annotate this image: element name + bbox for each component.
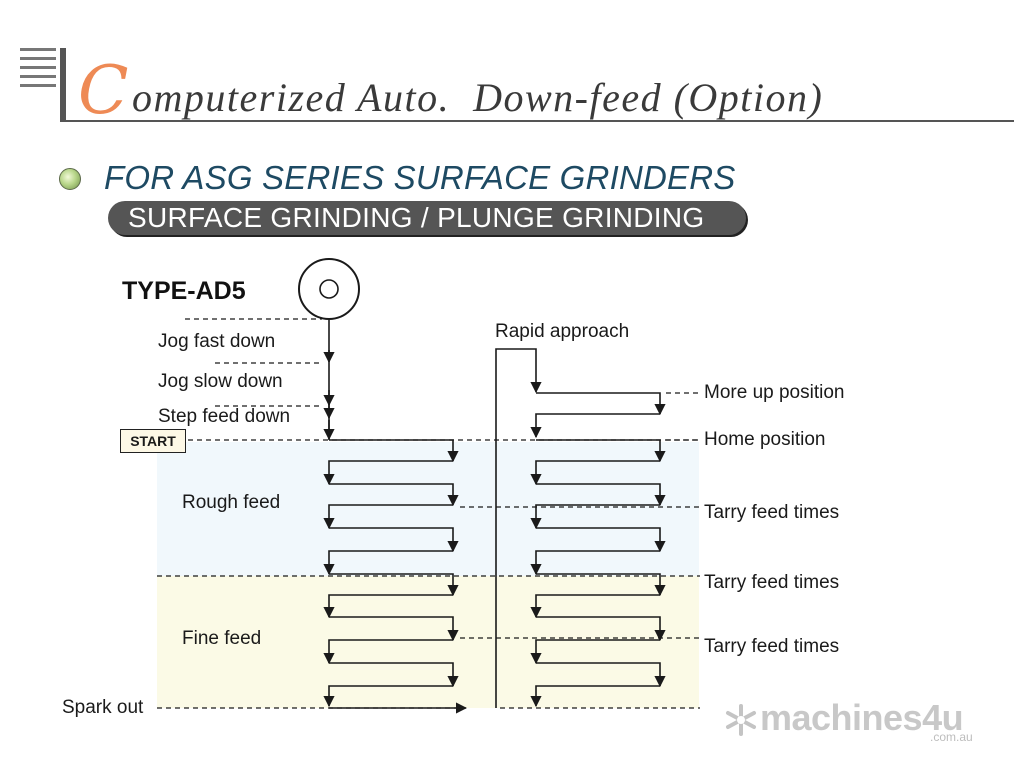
home-position-label: Home position <box>704 429 826 450</box>
rough-feed-zone <box>157 442 699 576</box>
rapid-approach-label: Rapid approach <box>495 321 630 342</box>
subheading-banner <box>108 201 746 235</box>
bullet-icon <box>59 168 81 190</box>
title-bars-decoration <box>20 48 66 122</box>
fine-feed-label: Fine feed <box>182 628 262 649</box>
start-badge: START <box>120 429 186 453</box>
watermark-brand: machines4u <box>760 697 964 738</box>
title-text: omputerized Auto. Down-feed (Option) <box>132 75 824 120</box>
title-initial: C <box>78 52 129 129</box>
spark-out-label: Spark out <box>62 697 144 718</box>
rough-feed-label: Rough feed <box>182 492 281 513</box>
jog-slow-label: Jog slow down <box>158 371 283 392</box>
tarry-feed-label-3: Tarry feed times <box>704 636 840 657</box>
step-feed-label: Step feed down <box>158 406 291 427</box>
tarry-feed-label-1: Tarry feed times <box>704 502 840 523</box>
subheading-text: SURFACE GRINDING / PLUNGE GRINDING <box>128 202 705 233</box>
tarry-feed-label-2: Tarry feed times <box>704 572 840 593</box>
jog-fast-label: Jog fast down <box>158 331 276 352</box>
section-heading: FOR ASG SERIES SURFACE GRINDERS <box>104 159 736 196</box>
type-label: TYPE-AD5 <box>122 277 246 305</box>
snowflake-icon <box>726 704 756 736</box>
title-underline <box>64 120 1014 122</box>
watermark-domain: .com.au <box>930 730 973 744</box>
more-up-position-label: More up position <box>704 382 845 403</box>
grinding-wheel-icon <box>298 258 360 320</box>
